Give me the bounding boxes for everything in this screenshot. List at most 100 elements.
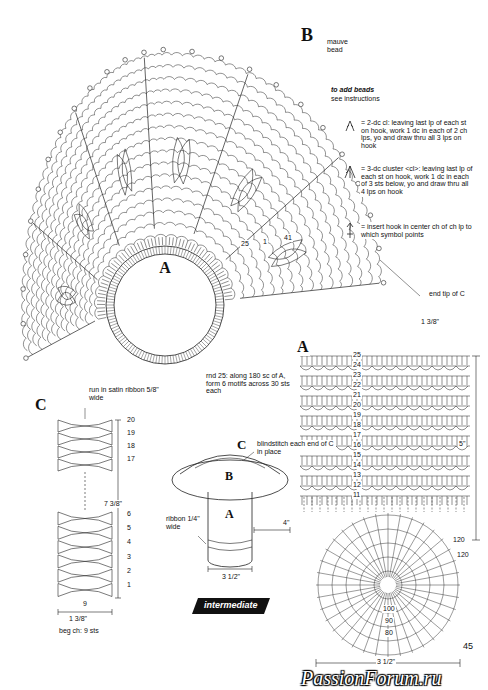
chain-loop-row: [46, 113, 333, 344]
chart-note: 3 1/2": [376, 658, 396, 666]
part-letter: A: [224, 508, 235, 521]
chart-note: 20: [352, 401, 362, 409]
chart-note: beg ch: 9 sts: [58, 627, 100, 635]
chart-note: 2: [126, 567, 132, 575]
bead: [21, 287, 26, 292]
doily-center: A: [105, 245, 225, 365]
bead: [88, 86, 93, 91]
banner-shape: [192, 598, 270, 614]
chain-loop-row: [22, 53, 382, 351]
dc-cluster-symbol: [345, 166, 355, 178]
cluster-leaf: [178, 139, 190, 184]
leader-line: [380, 260, 420, 296]
chain-loop-row: [300, 366, 468, 490]
chain-loop-row: [80, 198, 264, 321]
chart-note: 3 1/2": [221, 573, 241, 581]
bead: [340, 152, 345, 157]
cluster-leaf: [238, 177, 262, 212]
chart-note: see instructions: [330, 95, 381, 103]
chart-note: rnd 25: along 180 sc of A, form 6 motifs…: [205, 372, 297, 395]
chart-note: 80: [384, 629, 394, 637]
dimension-line: [115, 420, 121, 598]
chart-note: 3: [126, 553, 132, 561]
cluster-leaf: [122, 149, 132, 191]
leader-line: [198, 536, 206, 544]
dc-column: [304, 497, 464, 512]
bead: [190, 49, 195, 54]
legend-text: = 3-dc cluster <cl>: leaving last lp of …: [360, 164, 474, 197]
chart-note: 20: [126, 416, 136, 424]
chart-note: end tip of C: [428, 290, 466, 298]
ribbon: [208, 540, 252, 551]
chart-note: 4": [282, 519, 290, 527]
bead: [28, 219, 33, 224]
chart-note: 45: [462, 642, 474, 652]
circle-outline: [106, 246, 224, 364]
chart-row: [300, 356, 470, 505]
bead: [36, 187, 41, 192]
chart-note: 90: [384, 617, 394, 625]
chart-note: 13: [352, 471, 362, 479]
chart-note: 100: [382, 605, 396, 613]
cluster-leaf: [57, 292, 75, 305]
bead: [377, 246, 382, 251]
chart-note: 17: [126, 455, 136, 463]
part-letter: B: [224, 470, 234, 483]
chart-note: 4: [126, 538, 132, 546]
cluster-leaf: [268, 240, 302, 260]
bead: [299, 102, 304, 107]
bead: [274, 82, 279, 87]
dc-cluster-symbol: [346, 121, 354, 131]
chart-note: 5: [126, 524, 132, 532]
chart-note: 17: [352, 431, 362, 439]
insert-hook-symbol: [347, 223, 353, 238]
chart-note: 15: [352, 451, 362, 459]
dimension-line: [208, 566, 252, 572]
bead: [46, 157, 51, 162]
chart-note: 1: [262, 238, 268, 246]
dimension-line: [254, 527, 290, 533]
leader-line: [244, 452, 254, 460]
level-text: intermediate: [192, 598, 270, 614]
circle-outline: [114, 254, 216, 356]
motif-divider: [28, 58, 379, 357]
chart-note: 1 3/8": [68, 615, 88, 623]
chart-note: 21: [352, 391, 362, 399]
chart-note: 7 3/8": [103, 500, 123, 508]
chart-note: 1: [126, 581, 132, 589]
chart-note: 18: [126, 442, 136, 450]
chart-note: 12: [352, 481, 362, 489]
part-letter: A: [296, 338, 310, 356]
chart-note: 24: [352, 361, 362, 369]
part-letter: B: [300, 26, 314, 46]
bead: [21, 321, 26, 326]
chart-note: blindstitch each end of C in place: [256, 440, 336, 455]
bead: [23, 252, 28, 257]
chart-note: 19: [352, 411, 362, 419]
chart-note: ribbon 1/4" wide: [165, 515, 201, 530]
chain-loop-row: [85, 210, 255, 324]
watermark: PassionForum.ru: [300, 667, 443, 689]
brim-b: [172, 460, 288, 500]
band-c: [195, 458, 265, 468]
chart-note: 14: [352, 461, 362, 469]
dimension-line: [316, 659, 460, 667]
chart-note: 41: [283, 234, 293, 242]
cluster-leaf: [173, 138, 185, 183]
cluster-leaf: [58, 286, 76, 299]
chart-note: 9: [82, 600, 88, 608]
chart-c-gap: [85, 472, 86, 510]
chain-loop-row: [26, 65, 372, 355]
chain-loop-row: [36, 89, 353, 349]
chart-note: 6: [126, 510, 132, 518]
chart-note: 25: [352, 351, 362, 359]
bead: [105, 69, 110, 74]
chart-note: 11: [352, 491, 361, 499]
bead: [24, 356, 29, 361]
base-rounds: [316, 513, 460, 657]
chart-note: 120: [452, 536, 466, 544]
chart-note: 23: [352, 371, 362, 379]
cluster-leaf: [271, 249, 306, 267]
dimension-line: [472, 356, 480, 540]
sc-ticks: [106, 246, 224, 364]
